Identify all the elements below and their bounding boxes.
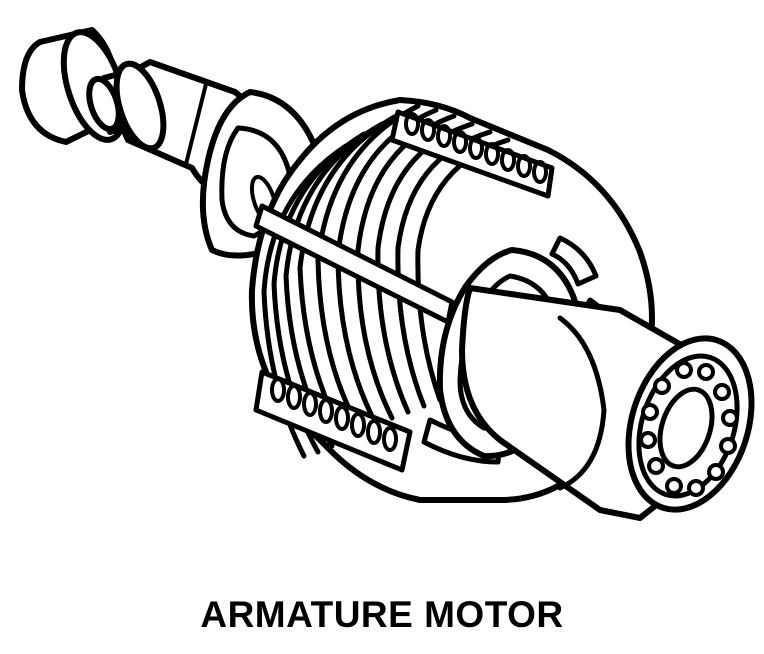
ball-bearing <box>625 335 755 513</box>
bottom-winding-slot <box>253 369 413 473</box>
top-winding-slot <box>389 109 555 199</box>
caption-title: ARMATURE MOTOR <box>200 594 564 635</box>
armature-motor-illustration <box>19 27 755 521</box>
bearing-balls <box>639 361 739 497</box>
